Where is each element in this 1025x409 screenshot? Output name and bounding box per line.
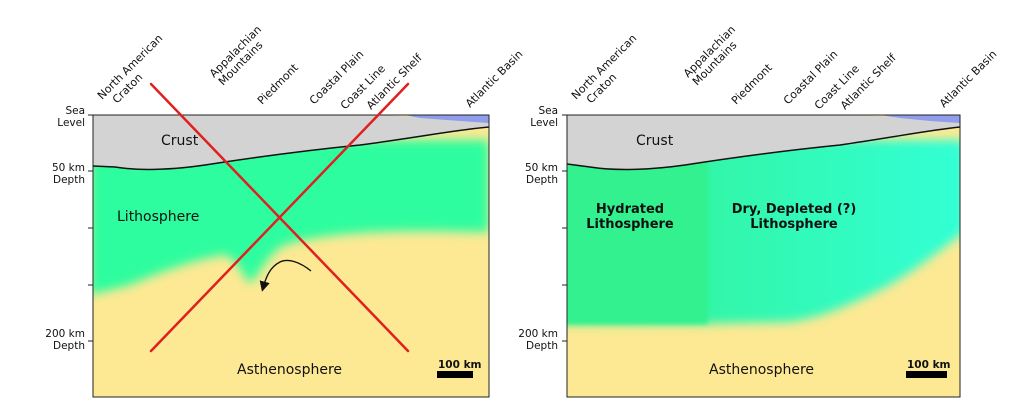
geo-label-atlantic-basin: Atlantic Basin bbox=[937, 48, 1000, 111]
layer-label-hydrated-line2: Lithosphere bbox=[586, 217, 674, 232]
crust-layer bbox=[93, 115, 489, 170]
depth-label-200km-line2: Depth bbox=[53, 340, 85, 352]
crust-layer bbox=[567, 115, 960, 170]
depth-label-200km-line2: Depth bbox=[526, 340, 558, 352]
topography-line bbox=[386, 115, 489, 116]
curved-flow-arrow-icon bbox=[259, 259, 312, 292]
scale-bar-label: 100 km bbox=[907, 359, 951, 371]
ocean-layer bbox=[880, 115, 960, 123]
red-x-cross-mark bbox=[149, 82, 410, 353]
depth-label-sea-line2: Level bbox=[57, 117, 85, 129]
depth-label-200km-line1: 200 km bbox=[45, 328, 85, 340]
hydrated-lithosphere-zone bbox=[567, 140, 708, 324]
lithosphere-layer bbox=[93, 140, 489, 295]
depth-label-50km-line1: 50 km bbox=[52, 162, 85, 174]
left-panel-frame bbox=[92, 114, 490, 398]
layer-label-asthenosphere: Asthenosphere bbox=[709, 362, 814, 378]
depth-label-50km-line2: Depth bbox=[53, 174, 85, 186]
layer-label-asthenosphere: Asthenosphere bbox=[237, 362, 342, 378]
depth-label-50km-line1: 50 km bbox=[525, 162, 558, 174]
layer-label-crust: Crust bbox=[636, 133, 674, 149]
geography-labels-right: North American Craton Appalachian Mounta… bbox=[569, 23, 1000, 112]
layer-label-lithosphere: Lithosphere bbox=[117, 209, 199, 225]
right-panel: Sea Level 50 km Depth 200 km Depth Crust… bbox=[518, 23, 1000, 398]
depth-ticks-right bbox=[562, 114, 567, 342]
scale-bar-left: 100 km bbox=[437, 359, 482, 378]
depth-label-50km-line2: Depth bbox=[526, 174, 558, 186]
geo-label-piedmont: Piedmont bbox=[255, 61, 301, 107]
depth-label-sea-line2: Level bbox=[530, 117, 558, 129]
geography-labels-left: North American Craton Appalachian Mounta… bbox=[95, 23, 526, 112]
right-panel-frame bbox=[566, 114, 961, 398]
geo-label-piedmont: Piedmont bbox=[729, 61, 775, 107]
layer-label-crust: Crust bbox=[161, 133, 199, 149]
topography-line bbox=[863, 115, 960, 116]
moho-line bbox=[93, 126, 489, 171]
depth-label-200km-line1: 200 km bbox=[518, 328, 558, 340]
layer-label-depleted-line2: Lithosphere bbox=[750, 217, 838, 232]
depth-label-sea-line1: Sea bbox=[538, 105, 558, 117]
scale-bar-label: 100 km bbox=[438, 359, 482, 371]
geo-label-atlantic-basin: Atlantic Basin bbox=[463, 48, 526, 111]
depth-ticks-left bbox=[88, 114, 93, 342]
scale-bar-right: 100 km bbox=[906, 359, 951, 378]
moho-line bbox=[567, 126, 960, 171]
left-panel: Sea Level 50 km Depth 200 km Depth Crust… bbox=[45, 23, 526, 398]
layer-label-hydrated-line1: Hydrated bbox=[596, 202, 664, 217]
depth-label-sea-line1: Sea bbox=[65, 105, 85, 117]
layer-label-depleted-line1: Dry, Depleted (?) bbox=[732, 202, 857, 217]
ocean-layer bbox=[405, 115, 489, 123]
